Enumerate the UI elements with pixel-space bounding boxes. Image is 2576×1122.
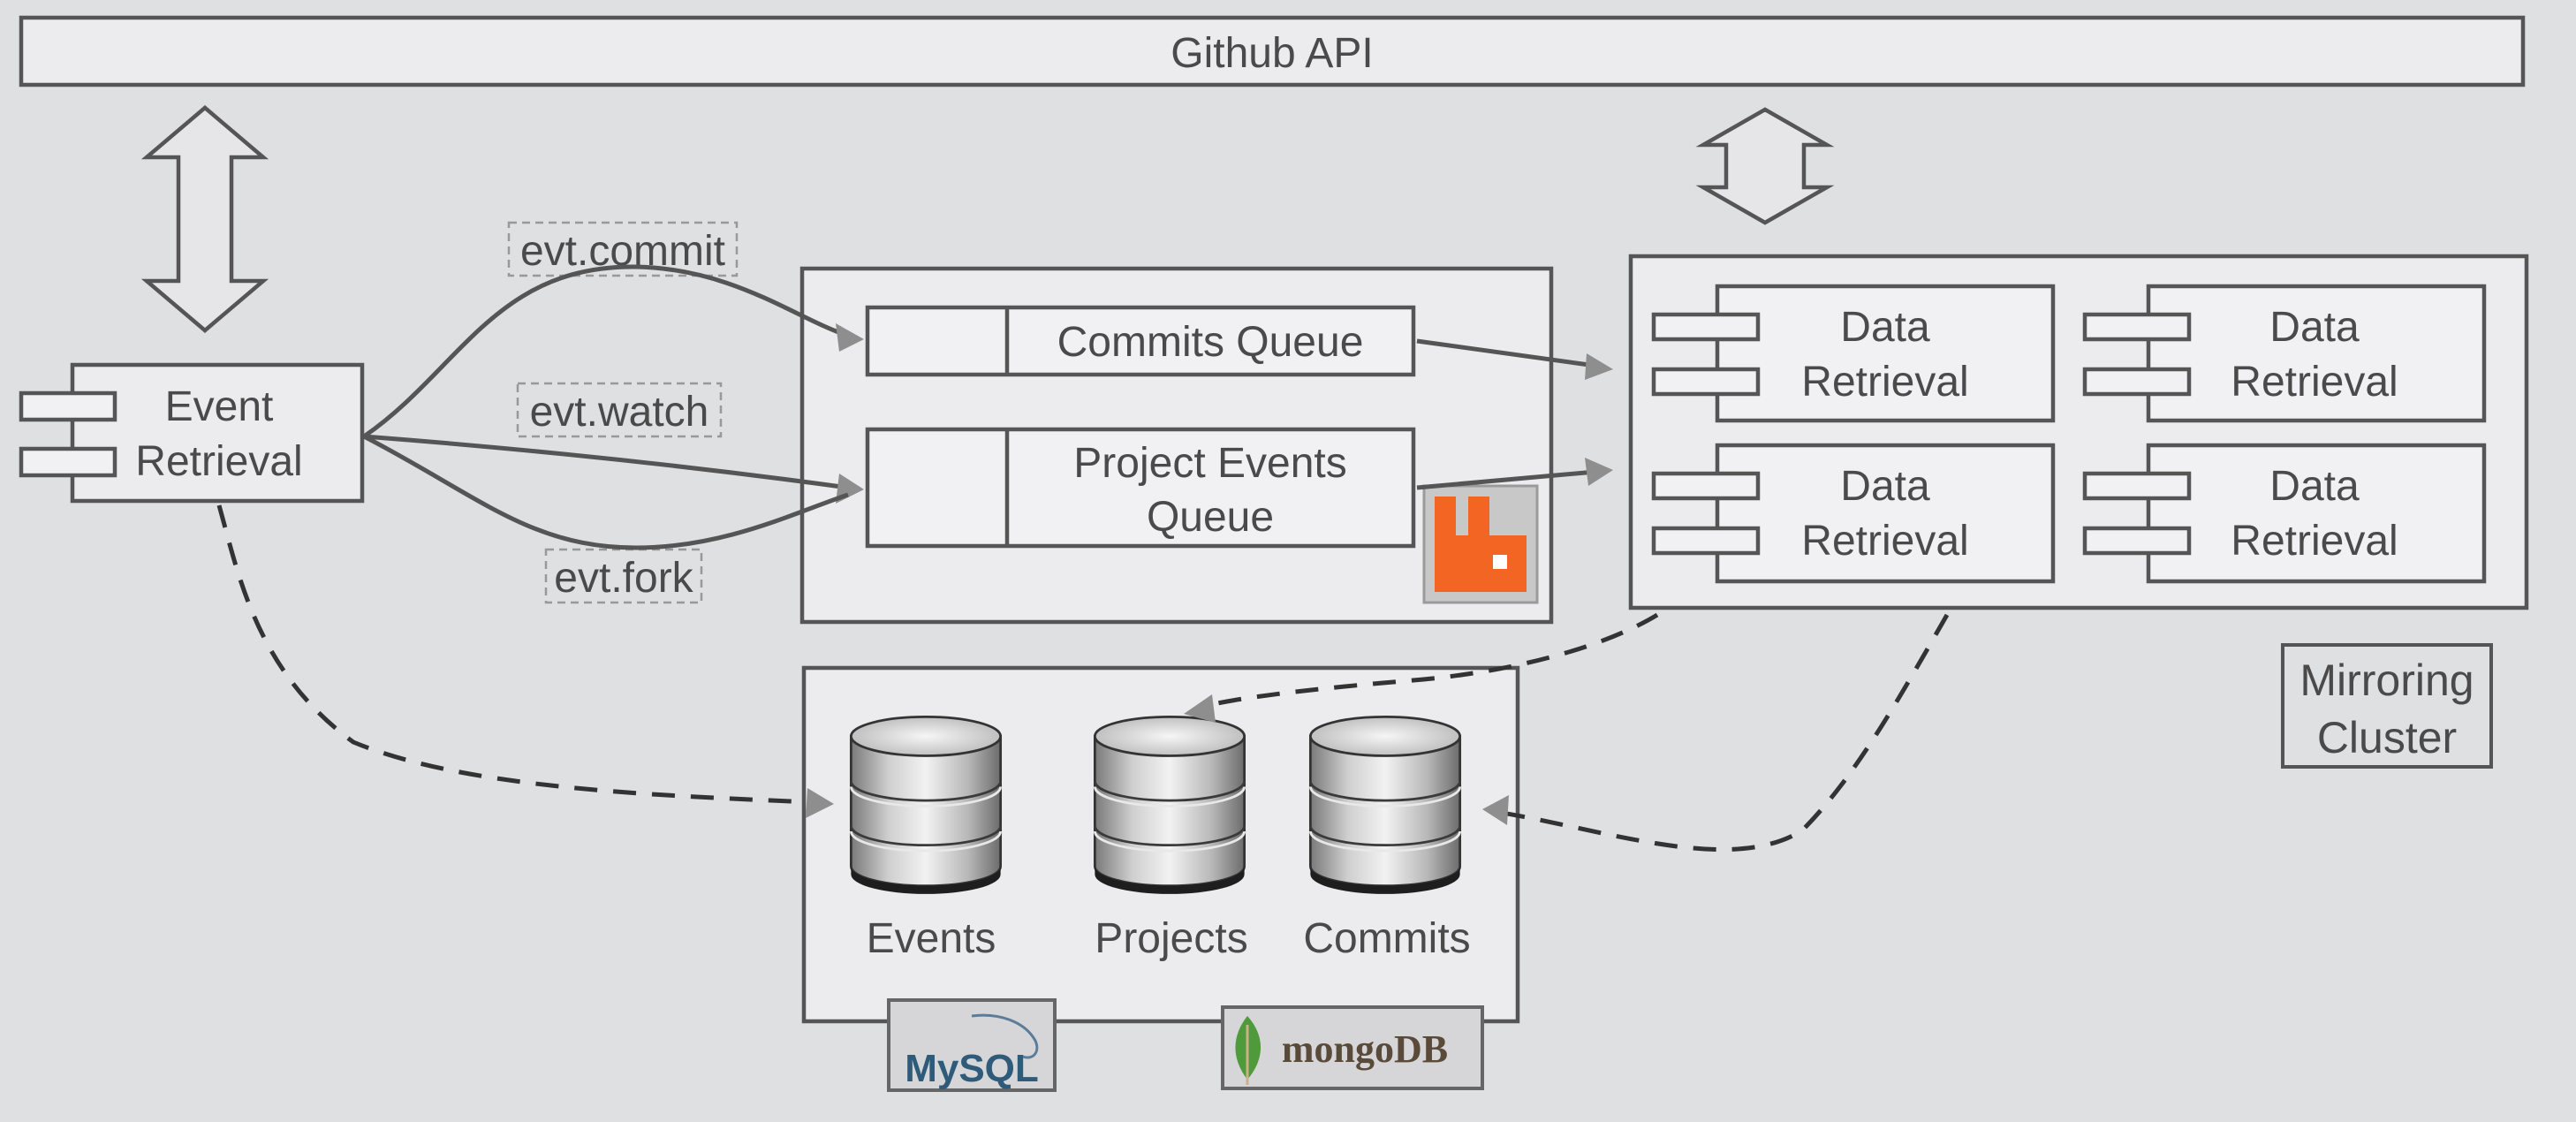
mysql-logo: MySQL	[887, 998, 1057, 1092]
cluster-label-text: Mirroring	[2299, 656, 2474, 705]
storage-container: Events Projects Commits	[801, 665, 1520, 1024]
data-retrieval-label: Retrieval	[1801, 359, 1968, 406]
project-events-queue: Project Events Queue	[865, 427, 1416, 549]
component-port-icon	[2082, 526, 2192, 556]
mysql-logo-text: MySQL	[905, 1047, 1039, 1090]
data-retrieval-node: Data Retrieval	[2082, 443, 2487, 584]
data-retrieval-label: Data	[1840, 304, 1930, 351]
database-cylinder-icon	[1308, 715, 1462, 896]
data-retrieval-label: Data	[1840, 463, 1930, 510]
mirroring-cluster: Data Retrieval Data Retrieval Data Retri…	[1628, 254, 2529, 610]
component-port-icon	[1651, 471, 1761, 501]
cluster-label-text: Cluster	[2317, 713, 2457, 762]
component-port-icon	[2082, 471, 2192, 501]
event-retrieval-label: Event	[165, 383, 274, 430]
queue-broker-container: Commits Queue Project Events Queue	[799, 266, 1554, 625]
projects-database: Projects	[1093, 715, 1248, 962]
database-label: Events	[867, 915, 996, 962]
data-retrieval-node: Data Retrieval	[1651, 284, 2056, 423]
database-label: Commits	[1303, 915, 1470, 962]
component-port-icon	[1651, 312, 1761, 342]
data-retrieval-label: Data	[2269, 304, 2360, 351]
queue-to-cluster-arrows	[1416, 338, 1613, 490]
commits-queue: Commits Queue	[865, 305, 1416, 377]
persistence-arrows	[216, 504, 1950, 853]
events-database: Events	[849, 715, 1003, 962]
mongodb-logo: mongoDB	[1221, 1005, 1484, 1090]
event-retrieval-label: Retrieval	[135, 438, 302, 485]
data-retrieval-label: Retrieval	[1801, 518, 1968, 565]
commits-database: Commits	[1303, 715, 1471, 962]
github-api-label: Github API	[1171, 30, 1373, 77]
github-api-bar: Github API	[19, 15, 2526, 87]
component-port-icon	[19, 446, 117, 478]
project-events-queue-label: Project Events	[1073, 440, 1346, 487]
data-retrieval-label: Data	[2269, 463, 2360, 510]
data-retrieval-node: Data Retrieval	[1651, 443, 2056, 584]
left-api-double-arrow	[140, 105, 269, 333]
mongodb-logo-text: mongoDB	[1282, 1027, 1448, 1071]
event-type-label-fork: evt.fork	[544, 548, 703, 604]
component-port-icon	[19, 390, 117, 422]
data-retrieval-node: Data Retrieval	[2082, 284, 2487, 423]
event-type-text: evt.watch	[530, 389, 709, 436]
data-retrieval-label: Retrieval	[2231, 518, 2398, 565]
right-api-double-arrow	[1695, 107, 1835, 225]
component-port-icon	[1651, 526, 1761, 556]
component-port-icon	[2082, 312, 2192, 342]
event-type-label-watch: evt.watch	[516, 382, 723, 438]
mirroring-cluster-label: Mirroring Cluster	[2281, 643, 2493, 769]
rabbitmq-logo-icon	[1422, 484, 1539, 604]
database-label: Projects	[1095, 915, 1247, 962]
database-cylinder-icon	[1093, 715, 1246, 896]
component-port-icon	[2082, 367, 2192, 397]
component-port-icon	[1651, 367, 1761, 397]
event-type-text: evt.fork	[554, 555, 693, 602]
event-retrieval-component: Event Retrieval	[19, 362, 365, 504]
database-cylinder-icon	[849, 715, 1003, 896]
commits-queue-label: Commits Queue	[1057, 319, 1364, 366]
event-flow-arrows	[362, 264, 864, 550]
data-retrieval-label: Retrieval	[2231, 359, 2398, 406]
project-events-queue-label: Queue	[1147, 494, 1274, 541]
